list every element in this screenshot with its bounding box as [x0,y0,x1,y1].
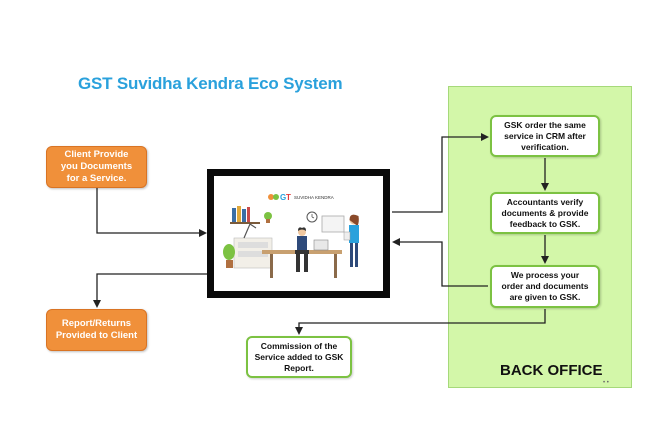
svg-text:G: G [280,193,286,202]
report-returns-text: Report/Returns Provided to Client [55,318,138,341]
woman-figure-icon [343,214,359,267]
arrow-process-to-screen [392,238,488,287]
svg-text:T: T [286,193,291,202]
accountants-verify-text: Accountants verify documents & provide f… [501,196,589,229]
laptop-icon [313,239,329,251]
clock-icon [306,211,318,223]
arrow-screen-to-report [93,273,207,308]
back-office-label: BACK OFFICE [500,362,603,379]
gsk-order-box: GSK order the same service in CRM after … [490,115,600,157]
bookshelf-icon [230,206,272,224]
process-order-text: We process your order and documents are … [501,270,589,302]
decorative-dots: • • [603,380,609,386]
arrow-client-to-screen [96,188,207,237]
plant-icon [223,244,235,268]
man-figure-icon [295,227,309,272]
whiteboard-icon [321,215,345,233]
lamp-icon [243,223,257,239]
gsk-order-text: GSK order the same service in CRM after … [504,119,586,152]
arrow-process-to-commission [295,309,546,335]
arrow-screen-to-gsk-order [392,133,489,213]
office-scene-image: G T SUVIDHA KENDRA [223,193,359,278]
office-illustration-screen: G T SUVIDHA KENDRA [207,169,390,298]
commission-text: Commission of the Service added to GSK R… [254,340,344,373]
back-office-panel [448,86,632,388]
accountants-verify-box: Accountants verify documents & provide f… [490,192,600,234]
process-order-box: We process your order and documents are … [490,265,600,308]
gsk-logo-icon: G T [268,193,291,202]
diagram-title: GST Suvidha Kendra Eco System [78,74,343,93]
commission-box: Commission of the Service added to GSK R… [246,336,352,378]
office-illustration: G T SUVIDHA KENDRA [214,176,383,291]
client-provide-box: Client Provide you Documents for a Servi… [46,146,147,188]
logo-text: SUVIDHA KENDRA [294,195,334,200]
client-provide-text: Client Provide you Documents for a Servi… [60,149,133,184]
report-returns-box: Report/Returns Provided to Client [46,309,147,351]
